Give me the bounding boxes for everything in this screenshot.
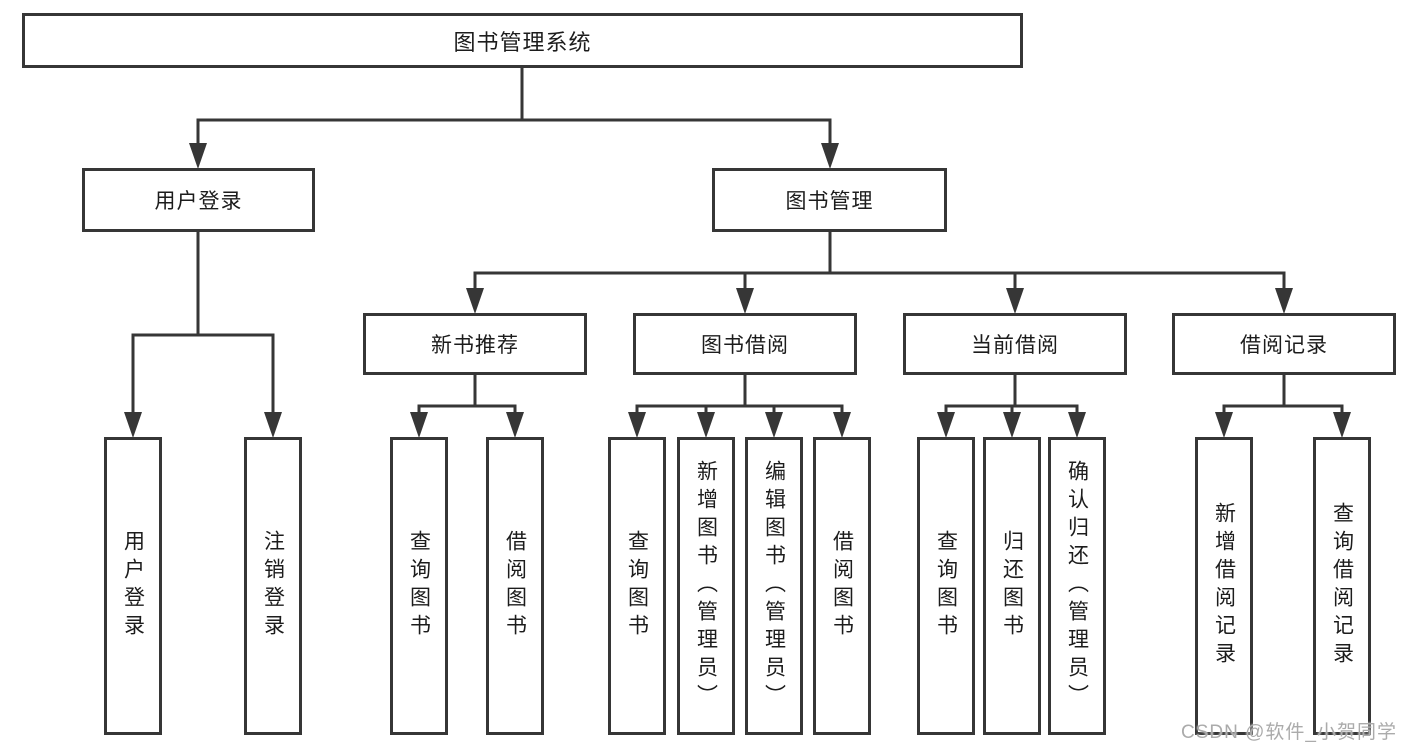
leaf-recommend-query-books: 查询图书 xyxy=(390,437,448,735)
leaf-logout: 注销登录 xyxy=(244,437,302,735)
node-current-borrow: 当前借阅 xyxy=(903,313,1127,375)
arrowhead-icons xyxy=(124,143,1351,438)
leaf-edit-books-admin: 编辑图书（管理员） xyxy=(745,437,803,735)
leaf-add-borrow-record: 新增借阅记录 xyxy=(1195,437,1253,735)
leaf-query-borrow-record: 查询借阅记录 xyxy=(1313,437,1371,735)
node-new-book-recommend: 新书推荐 xyxy=(363,313,587,375)
leaf-current-query-books: 查询图书 xyxy=(917,437,975,735)
leaf-add-books-admin: 新增图书（管理员） xyxy=(677,437,735,735)
node-book-management: 图书管理 xyxy=(712,168,947,232)
node-borrow-record: 借阅记录 xyxy=(1172,313,1396,375)
leaf-return-books: 归还图书 xyxy=(983,437,1041,735)
leaf-borrow-query-books: 查询图书 xyxy=(608,437,666,735)
node-library-management-system: 图书管理系统 xyxy=(22,13,1023,68)
leaf-borrow-borrow-books: 借阅图书 xyxy=(813,437,871,735)
csdn-watermark: CSDN @软件_小贺同学 xyxy=(1181,722,1397,743)
node-user-login: 用户登录 xyxy=(82,168,315,232)
leaf-user-login: 用户登录 xyxy=(104,437,162,735)
leaf-recommend-borrow-books: 借阅图书 xyxy=(486,437,544,735)
node-book-borrow: 图书借阅 xyxy=(633,313,857,375)
leaf-confirm-return-admin: 确认归还（管理员） xyxy=(1048,437,1106,735)
